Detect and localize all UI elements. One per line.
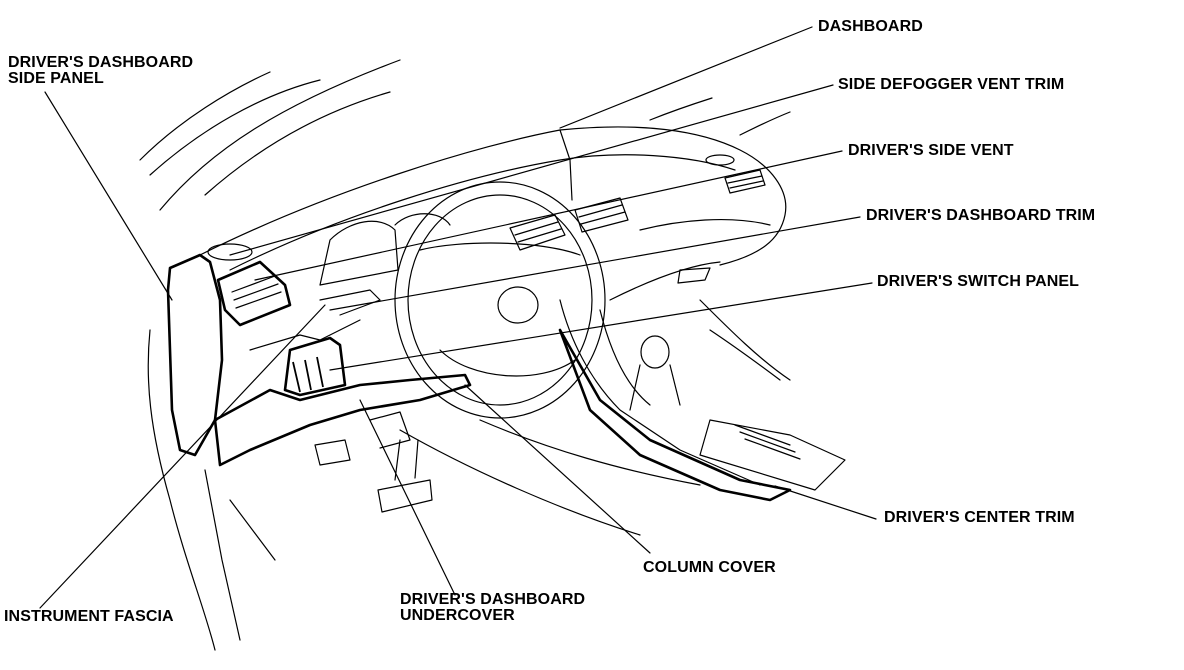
- leader-drivers-dashboard-side-panel: [44, 91, 173, 301]
- label-drivers-dashboard-undercover-line2: UNDERCOVER: [400, 607, 515, 624]
- center-vents: [509, 169, 766, 251]
- center-trim-shape: [558, 328, 792, 502]
- label-side-defogger-vent-trim: SIDE DEFOGGER VENT TRIM: [838, 76, 1065, 93]
- leader-drivers-dashboard-trim: [329, 216, 861, 311]
- label-drivers-center-trim: DRIVER'S CENTER TRIM: [884, 509, 1075, 526]
- leader-instrument-fascia: [39, 304, 326, 609]
- label-instrument-fascia: INSTRUMENT FASCIA: [4, 608, 174, 625]
- leader-drivers-switch-panel: [329, 282, 873, 371]
- passenger-dash: [609, 218, 791, 381]
- label-drivers-dashboard-trim: DRIVER'S DASHBOARD TRIM: [866, 207, 1096, 224]
- side-panel-shape: [147, 253, 276, 651]
- label-drivers-side-vent: DRIVER'S SIDE VENT: [848, 142, 1014, 159]
- center-console: [559, 299, 846, 491]
- label-drivers-dashboard-side-panel-line2: SIDE PANEL: [8, 70, 104, 87]
- leader-dashboard: [559, 26, 813, 129]
- lower-dash: [213, 289, 472, 467]
- windshield-lines: [139, 59, 791, 211]
- leader-drivers-dashboard-undercover: [359, 399, 456, 596]
- label-drivers-dashboard-undercover-line1: DRIVER'S DASHBOARD: [400, 591, 586, 608]
- left-vent-shape: [216, 260, 292, 327]
- steering-wheel-shape: [319, 181, 606, 419]
- leader-drivers-side-vent: [254, 150, 843, 281]
- leader-column-cover: [464, 384, 651, 554]
- leader-side-defogger-vent-trim: [229, 84, 834, 256]
- label-drivers-switch-panel: DRIVER'S SWITCH PANEL: [877, 273, 1080, 290]
- floor-lines: [399, 419, 701, 536]
- leader-drivers-center-trim: [774, 485, 877, 520]
- dashboard-top: [199, 126, 787, 271]
- label-dashboard: DASHBOARD: [818, 18, 923, 35]
- leader-lines: [39, 26, 877, 609]
- label-column-cover: COLUMN COVER: [643, 559, 776, 576]
- label-drivers-dashboard-side-panel-line1: DRIVER'S DASHBOARD: [8, 54, 194, 71]
